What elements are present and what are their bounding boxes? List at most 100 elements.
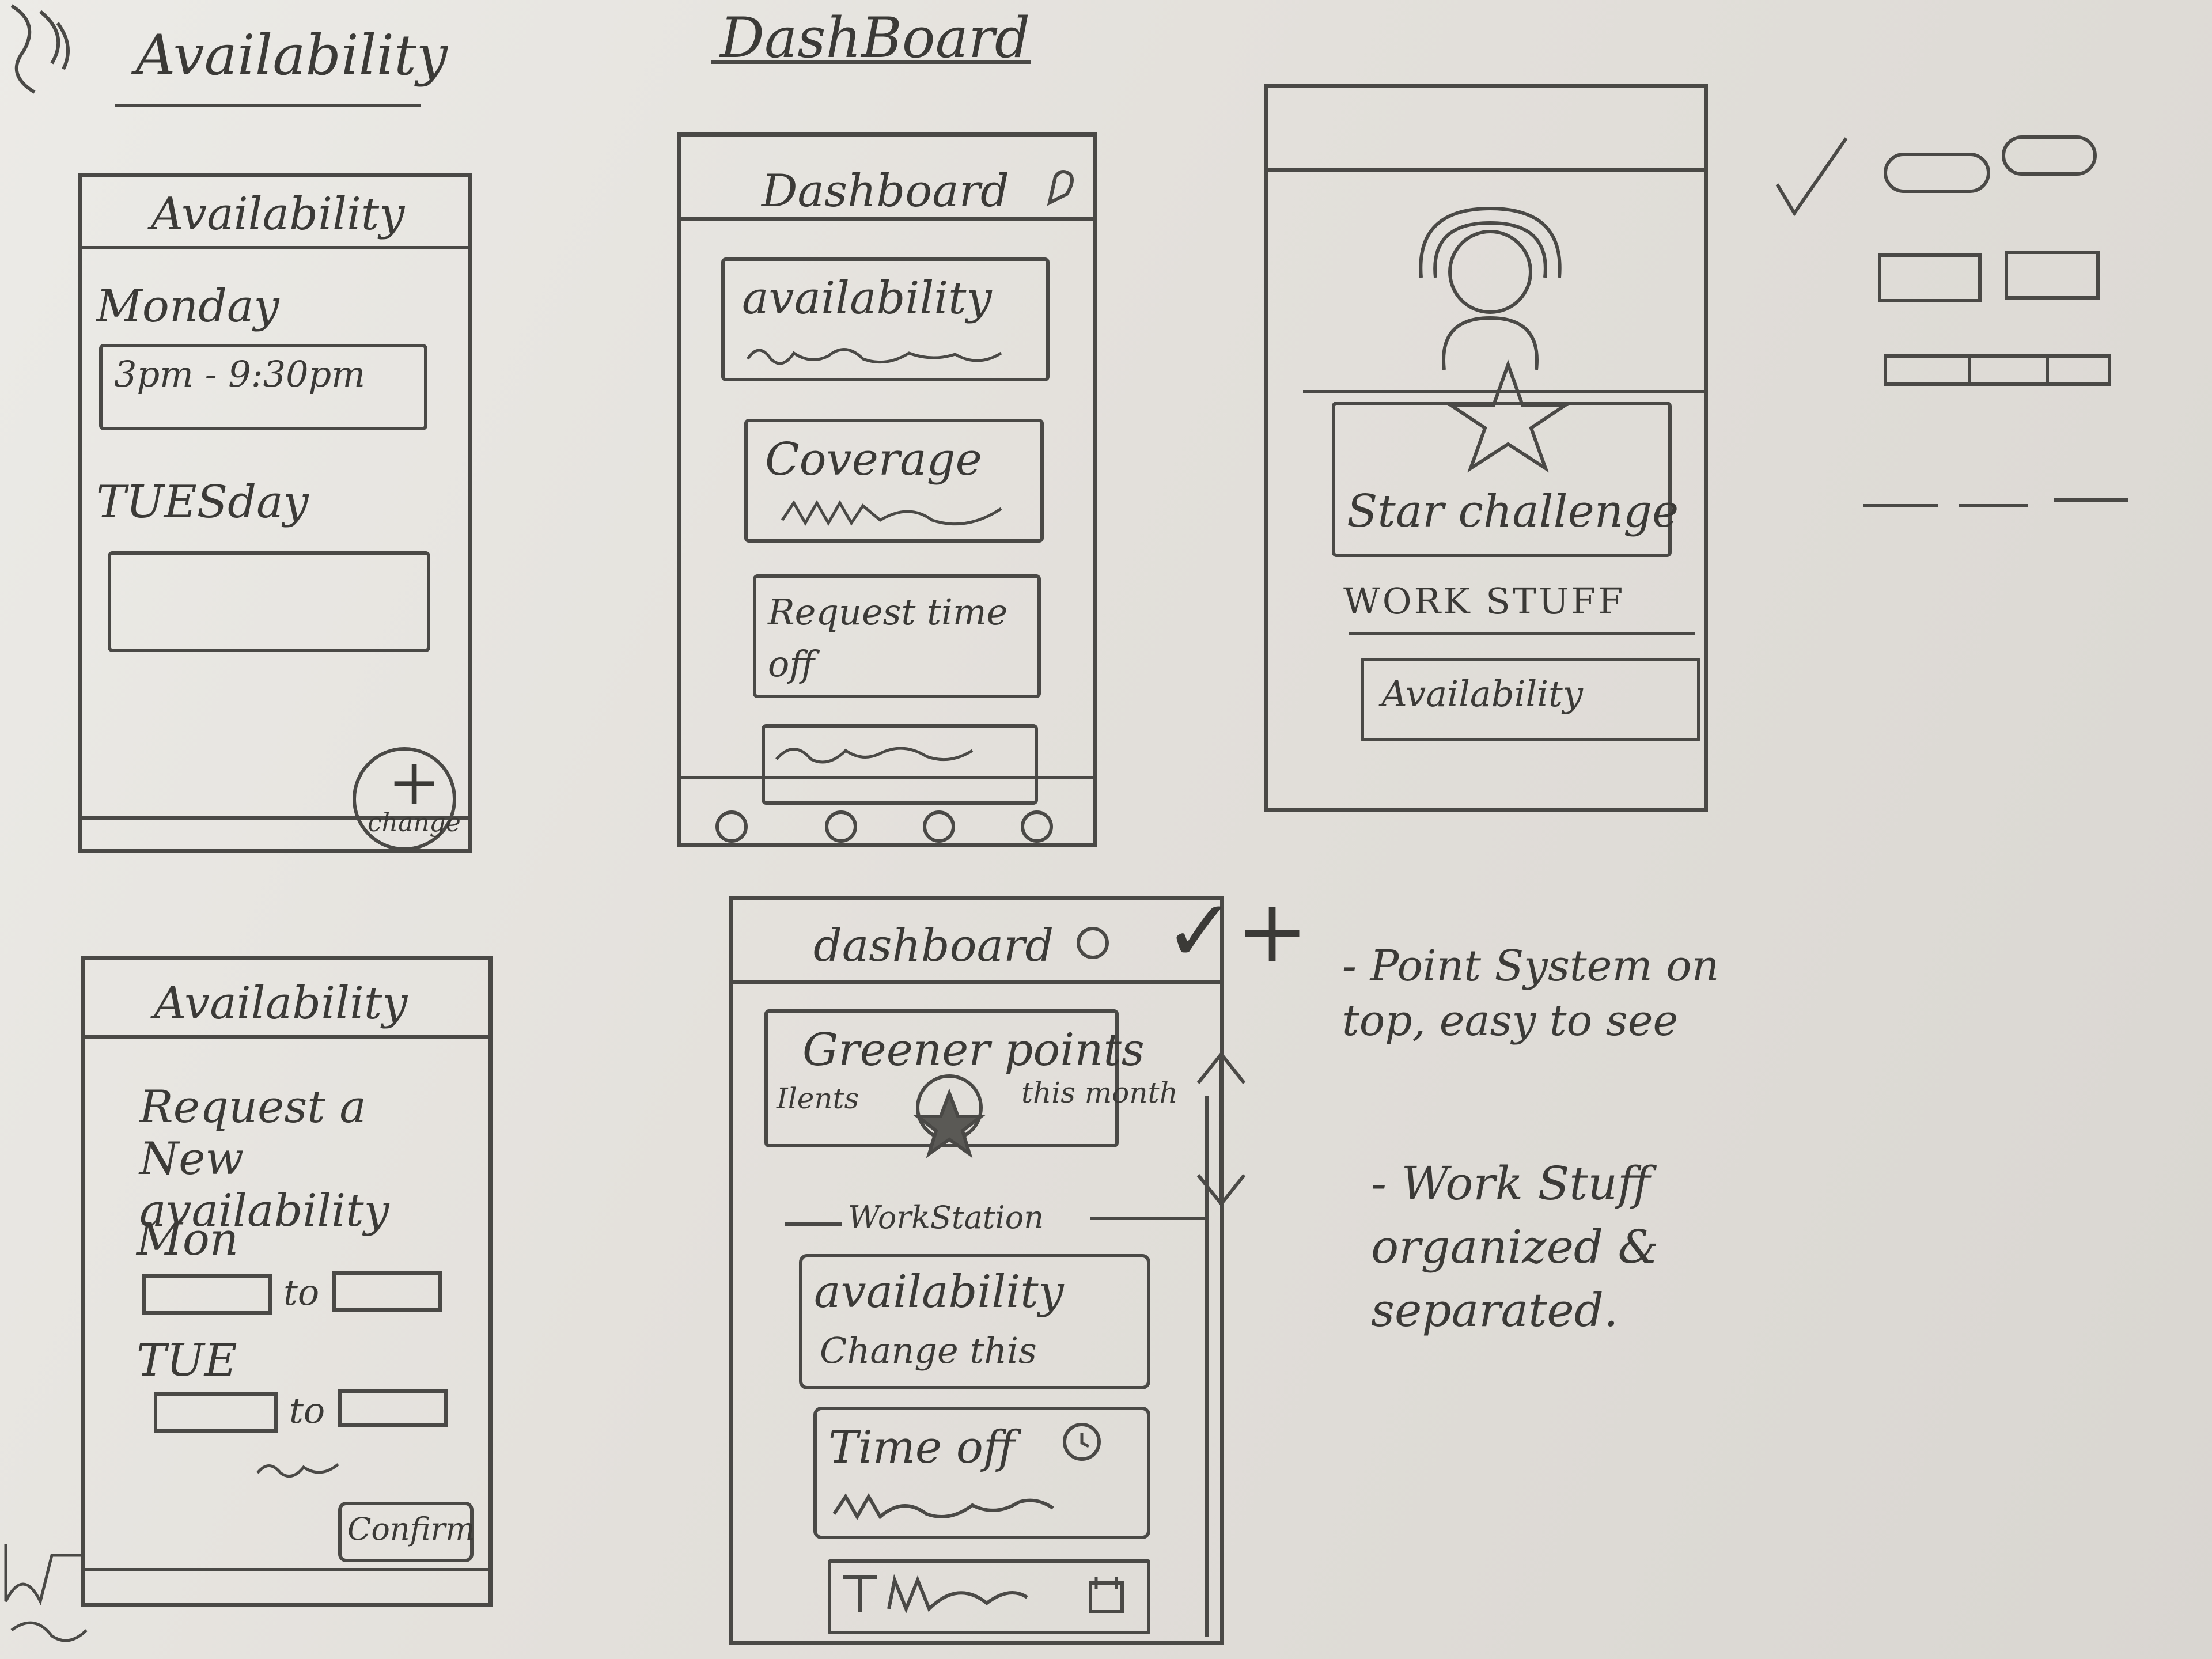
square-button-sketch-1 — [1878, 253, 1982, 302]
heading-availability: Availability — [135, 23, 448, 88]
card-scribble — [746, 348, 1002, 365]
title-bar-divider — [681, 217, 1093, 221]
confirm-button[interactable]: Confirm — [338, 1502, 475, 1562]
text-link-sketch-3 — [2054, 498, 2128, 502]
title-bar-divider — [733, 980, 1220, 984]
corner-doodle-icon — [10, 4, 70, 94]
card-title: Request time off — [768, 591, 1008, 685]
confirm-label: Confirm — [347, 1511, 475, 1547]
availability-item[interactable]: Availability — [1361, 658, 1700, 741]
screen-title: Dashboard — [762, 165, 1009, 217]
star-badge-icon — [912, 1074, 986, 1158]
note-point-system: - Point System on top, easy to see — [1342, 941, 1719, 1046]
card-scribble — [843, 1574, 1028, 1614]
day-label-mon: Mon — [137, 1214, 239, 1266]
text-link-sketch-1 — [1863, 504, 1938, 507]
mon-end-field[interactable] — [332, 1271, 442, 1312]
card-subtitle: Change this — [820, 1330, 1037, 1372]
scroll-track[interactable] — [1205, 1096, 1209, 1637]
heading-dashboard: DashBoard — [720, 6, 1031, 70]
clock-icon — [1063, 1423, 1101, 1461]
bottom-nav-divider — [681, 776, 1093, 779]
request-prompt: Request a New availability — [139, 1081, 389, 1237]
nav-dot-4[interactable] — [1021, 810, 1053, 843]
challenge-title: Star challenge — [1347, 486, 1679, 537]
time-off-card[interactable]: Time off — [813, 1407, 1150, 1539]
greener-points-card[interactable]: Greener points Ilents this month — [764, 1009, 1178, 1158]
top-bar-divider — [1268, 168, 1704, 172]
monday-time-field[interactable]: 3pm - 9:30pm — [99, 344, 427, 430]
note-work-stuff: - Work Stuff organized & separated. — [1371, 1157, 1659, 1337]
card-title: Coverage — [765, 434, 982, 486]
card-title: availability — [814, 1266, 1064, 1318]
availability-screen-1: Availability Monday 3pm - 9:30pm TUESday… — [78, 173, 472, 853]
card-title: Time off — [828, 1422, 1016, 1474]
star-challenge-card[interactable]: Star challenge — [1332, 359, 1679, 557]
card-title: availability — [742, 272, 992, 324]
tue-start-field[interactable] — [154, 1392, 278, 1433]
points-title: Greener points — [802, 1024, 1145, 1076]
segment-divider-1 — [1968, 358, 1971, 382]
fab-label: change — [368, 808, 461, 838]
heading-availability-underline — [115, 104, 421, 107]
approval-mark: ✓+ — [1164, 881, 1309, 982]
section-label: WorkStation — [848, 1199, 1044, 1236]
scroll-arrow-icon — [1196, 1051, 1246, 1207]
section-label: WORK STUFF — [1343, 580, 1626, 622]
coverage-card[interactable]: Coverage — [744, 419, 1044, 543]
item-label: Availability — [1381, 673, 1583, 715]
nav-dot-3[interactable] — [923, 810, 955, 843]
heading-dashboard-underline — [711, 60, 1031, 64]
avatar-icon — [1419, 206, 1562, 370]
bottom-bar-divider — [85, 1568, 488, 1571]
pill-button-sketch-2 — [2002, 135, 2097, 176]
section-rule-right — [1090, 1217, 1205, 1220]
star-icon — [1445, 359, 1571, 473]
card-scribble — [832, 1493, 1054, 1521]
nav-dot-1[interactable] — [715, 810, 748, 843]
square-button-sketch-2 — [2005, 251, 2100, 300]
change-fab-button[interactable]: + change — [353, 745, 461, 851]
to-label: to — [289, 1389, 325, 1431]
signature-doodle — [4, 1544, 88, 1642]
more-scribble — [256, 1463, 339, 1478]
title-bar-divider — [85, 1035, 488, 1039]
nav-dot-2[interactable] — [825, 810, 857, 843]
bottom-bar-divider — [82, 816, 468, 820]
segmented-control-sketch — [1884, 354, 2111, 386]
availability-card[interactable]: availability Change this — [799, 1254, 1150, 1389]
request-time-off-card[interactable]: Request time off — [753, 574, 1041, 698]
points-right-label: this month — [1021, 1076, 1178, 1109]
screen-title: dashboard — [813, 920, 1054, 972]
day-label-tuesday: TUESday — [96, 476, 309, 528]
profile-screen: Star challenge WORK STUFF Availability — [1264, 84, 1708, 812]
dashboard-screen-1: Dashboard availability Coverage Request … — [677, 132, 1097, 847]
mon-start-field[interactable] — [142, 1274, 272, 1315]
tuesday-time-field[interactable] — [108, 551, 430, 652]
section-underline — [1349, 632, 1695, 635]
tue-end-field[interactable] — [338, 1389, 448, 1427]
pill-button-sketch-1 — [1884, 153, 1990, 193]
segment-divider-2 — [2046, 358, 2049, 382]
day-label-tue: TUE — [137, 1335, 237, 1387]
plus-icon: + — [388, 745, 441, 819]
bottom-card[interactable] — [828, 1559, 1150, 1634]
dashboard-screen-2: dashboard Greener points Ilents this mon… — [729, 896, 1224, 1645]
screen-title: Availability — [154, 978, 408, 1029]
title-bar-divider — [82, 246, 468, 249]
points-left-label: Ilents — [777, 1082, 859, 1115]
text-link-sketch-2 — [1959, 504, 2028, 507]
screen-title: Availability — [151, 188, 405, 240]
availability-screen-2: Availability Request a New availability … — [81, 956, 493, 1607]
card-scribble — [775, 747, 974, 764]
section-rule-left — [785, 1222, 842, 1226]
extra-card[interactable] — [762, 724, 1038, 805]
day-label-monday: Monday — [96, 281, 279, 332]
availability-card[interactable]: availability — [721, 257, 1050, 381]
notification-icon — [1047, 170, 1074, 206]
header-divider — [1303, 390, 1706, 393]
checkmark-icon — [1775, 137, 1848, 217]
notification-icon — [1077, 927, 1109, 959]
monday-time-value: 3pm - 9:30pm — [114, 353, 365, 395]
card-scribble — [781, 499, 1002, 527]
